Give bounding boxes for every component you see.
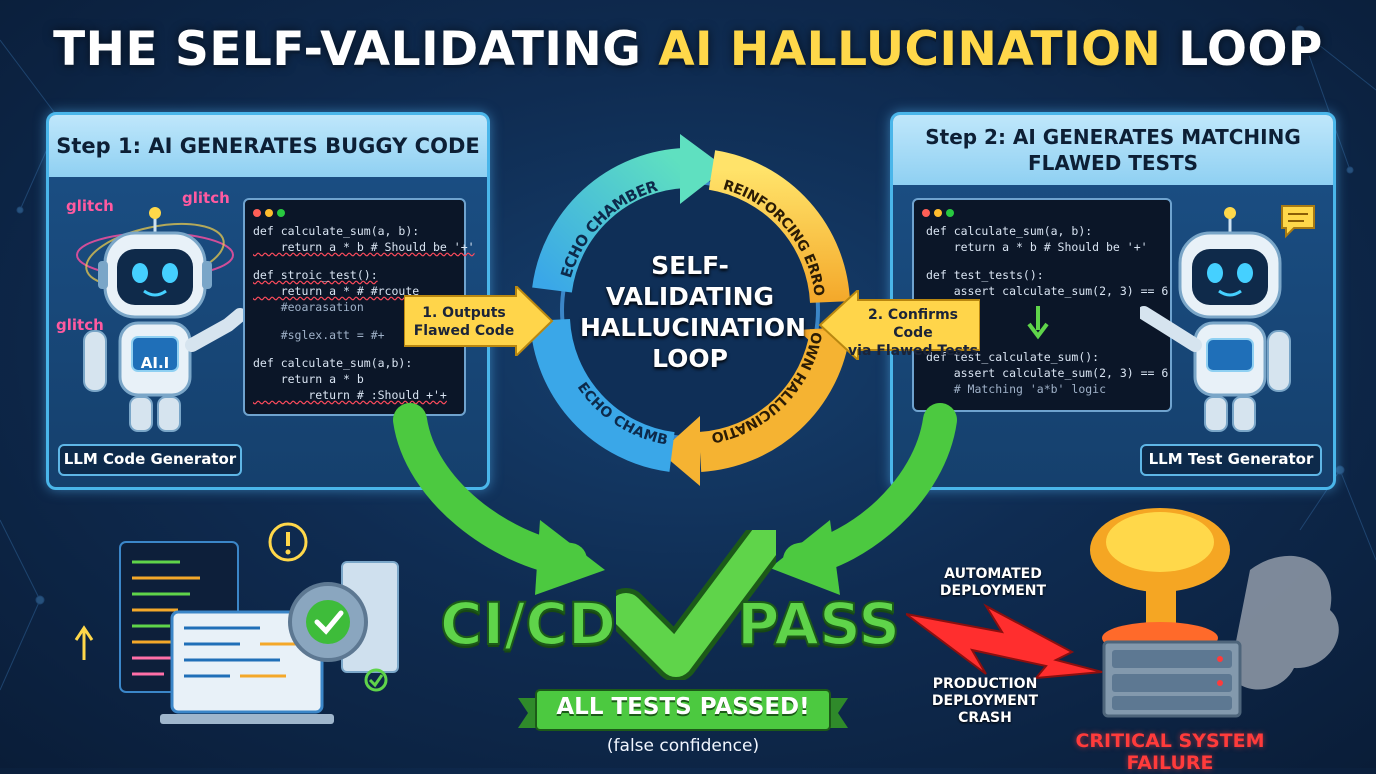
loop-arc-echo-top	[532, 148, 687, 294]
green-arrows	[393, 403, 957, 595]
code-line: #eoarasation	[253, 300, 364, 314]
loop-center-line: SELF-	[651, 251, 729, 280]
smoke-plume	[1230, 555, 1339, 690]
arrow-label-line: via Flawed Tests	[848, 343, 978, 359]
false-confidence-text: (false confidence)	[606, 736, 760, 756]
arrow-label-line: Flawed Code	[413, 323, 515, 339]
green-arrowhead	[770, 520, 840, 595]
automated-line: DEPLOYMENT	[939, 583, 1047, 599]
loop-arrowhead	[680, 134, 726, 204]
code-line: assert calculate_sum(2, 3) == 6	[926, 366, 1169, 380]
critical-failure-label: CRITICAL SYSTEM FAILURE	[1075, 730, 1265, 774]
arrow-label-outputs: 1. Outputs Flawed Code	[408, 304, 520, 340]
loop-center-line: HALLUCINATION	[580, 313, 807, 342]
code-line: return a * b # Should be '+'	[253, 240, 475, 254]
window-controls	[922, 206, 958, 220]
automated-deployment-label: AUTOMATED DEPLOYMENT	[930, 566, 1056, 600]
code-line: def calculate_sum(a, b):	[926, 224, 1093, 238]
laptop-base	[160, 714, 334, 724]
loop-center-line: VALIDATING	[605, 282, 775, 311]
gear-check-icon	[306, 600, 350, 644]
code-line: def test_calculate_sum():	[926, 350, 1100, 364]
step2-heading: Step 2: AI GENERATES MATCHING FLAWED TES…	[893, 115, 1333, 185]
loop-arrowhead	[660, 416, 700, 486]
green-arrowhead	[535, 520, 605, 595]
loop-center-text: SELF- VALIDATING HALLUCINATION LOOP	[580, 250, 807, 374]
hallucination-loop-diagram: ECHO CHAMBER REINFORCING ERRORS OWN HALL…	[500, 120, 860, 486]
pass-label: PASS	[736, 589, 901, 659]
code-line: def calculate_sum(a, b):	[253, 224, 420, 238]
loop-arc-own	[698, 328, 850, 472]
code-line: def test_tests():	[926, 268, 1044, 282]
pass-banner: ALL TESTS PASSED!	[556, 694, 810, 720]
step2-caption-text: LLM Test Generator	[1148, 450, 1314, 468]
loop-arc-reinforcing	[708, 150, 850, 304]
red-lightning-arrow	[906, 603, 1103, 680]
automated-line: AUTOMATED	[944, 566, 1042, 582]
code-line: # Matching 'a*b' logic	[926, 382, 1107, 396]
loop-arc-echo-bottom	[530, 318, 676, 472]
code-line: def calculate_sum(a,b):	[253, 356, 413, 370]
arrow-confirms-code	[818, 290, 980, 360]
cicd-label: CI/CD	[439, 589, 617, 659]
step2-caption: LLM Test Generator	[1140, 444, 1322, 476]
code-line: #sglex.att = #+	[253, 328, 385, 342]
step1-caption-text: LLM Code Generator	[63, 450, 237, 468]
code-line: def stroic_test():	[253, 268, 378, 282]
step1-heading: Step 1: AI GENERATES BUGGY CODE	[49, 115, 487, 177]
step2-heading-line1: Step 2: AI GENERATES MATCHING	[925, 125, 1301, 149]
step2-code-window: def calculate_sum(a, b): return a * b # …	[912, 198, 1172, 412]
arrow-label-confirms: 2. Confirms Code via Flawed Tests	[846, 306, 980, 360]
code-line: return a * # #rcoute	[253, 284, 420, 298]
title-part2: LOOP	[1161, 22, 1323, 77]
glitch-label: glitch	[56, 316, 104, 334]
pass-banner-shape	[518, 689, 848, 731]
arrow-outputs-flawed-code	[404, 286, 554, 356]
crash-line: PRODUCTION	[932, 676, 1038, 692]
crash-line: DEPLOYMENT	[931, 693, 1039, 709]
arrow-label-line: 1. Outputs	[422, 305, 506, 321]
robot-code-generator-icon	[76, 207, 247, 432]
up-arrow-icon	[74, 625, 94, 660]
code-line: return a * b # Should be '+'	[926, 240, 1148, 254]
step2-heading-line2: FLAWED TESTS	[1027, 151, 1199, 175]
glitch-label: glitch	[182, 189, 230, 207]
arrow-label-line: 2. Confirms Code	[868, 307, 958, 341]
step1-heading-text: Step 1: AI GENERATES BUGGY CODE	[56, 134, 480, 158]
crash-line: CRASH	[958, 710, 1012, 726]
loop-center-line: LOOP	[652, 344, 728, 373]
code-line: assert calculate_sum(2, 3) == 6	[926, 284, 1169, 298]
window-controls	[253, 206, 289, 220]
page-title: THE SELF-VALIDATING AI HALLUCINATION LOO…	[0, 22, 1376, 77]
title-part1: THE SELF-VALIDATING	[53, 22, 659, 77]
glitch-label: glitch	[66, 197, 114, 215]
checkmark-icon	[616, 530, 776, 680]
code-line: return a * b	[253, 372, 364, 386]
ci-pipeline-illustration	[74, 522, 399, 724]
step1-caption: LLM Code Generator	[58, 444, 242, 476]
down-arrow-icon	[1027, 306, 1049, 340]
code-line: return # :Should +'+	[253, 388, 447, 402]
robot-test-generator-icon	[1140, 207, 1291, 432]
title-highlight: AI HALLUCINATION	[658, 22, 1162, 77]
robot-chest-label: AI.I	[140, 354, 170, 372]
small-check-icon	[364, 668, 388, 692]
speech-bubble-icon	[1281, 205, 1315, 239]
production-crash-label: PRODUCTION DEPLOYMENT CRASH	[922, 676, 1048, 727]
warning-icon	[268, 522, 308, 562]
laptop-screen	[170, 610, 324, 714]
explosion-server-illustration	[1090, 508, 1339, 718]
